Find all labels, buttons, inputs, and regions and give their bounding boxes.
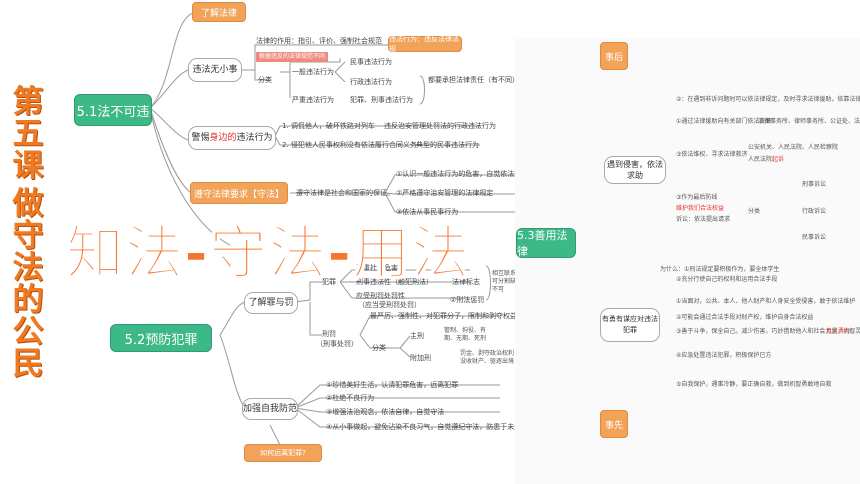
brave-item-4: ④应急处置违法犯罪，积极保护已方 — [676, 352, 772, 359]
crime-feature-2-note: 法律标志 — [452, 278, 480, 286]
help-item-3: ③依法维权、寻求法律救济 — [676, 151, 748, 158]
case-1-text: 1. 调侃他人，破坏铁路对列车 — [282, 122, 375, 130]
penalty-node-sub: （刑事处罚） — [316, 340, 358, 348]
help-item-2: ①通过法律援助向有关部门依法反映 — [676, 118, 772, 125]
crime-punishment-node: 了解罪与罚 — [244, 292, 298, 314]
overlay-title: 知法-守法-用法 — [65, 218, 471, 288]
principal-penalty-label: 主刑 — [410, 332, 424, 340]
lawsuit-civil: 民事诉讼 — [802, 234, 827, 241]
violation-definition-tag: 违法行为：违反法律法规 — [388, 35, 462, 53]
avoid-crime-question-tag: 如何远离犯罪? — [244, 444, 322, 462]
classification-basis-bar: 根据违反的法律规范不同 — [256, 52, 329, 62]
additional-penalty-items: 罚金、剥夺政治权利没收财产、驱逐出境 — [460, 350, 515, 365]
section-5-2-node: 5.2预防犯罪 — [110, 324, 212, 352]
general-violation-label: 一般违法行为 — [292, 68, 334, 76]
crime-feature-2: 刑事违法性（触犯刑法） — [356, 278, 433, 286]
principal-penalty-items: 管制、拘役、有期、无期、死刑 — [444, 327, 487, 342]
additional-penalty-label: 附加刑 — [410, 354, 431, 362]
case-1-result: 违反治安管理处罚法的行政违法行为 — [384, 122, 496, 130]
section-5-3-node: 5.3善用法律 — [516, 228, 576, 258]
protect-item-4: ④从小事做起，避免沾染不良习气，自觉遵纪守法，防患于未然 — [326, 423, 522, 431]
self-protection-node: 加强自我防范 — [242, 398, 298, 420]
penalty-definition: 最严厉、强制性、对犯罪分子，限制和剥夺权益 — [370, 312, 517, 320]
beware-violation-node: 警惕身边的违法行为 — [188, 126, 276, 150]
case-2-result: 典型的民事违法行为 — [416, 141, 479, 149]
brave-item-3-note: 见义勇为 — [826, 328, 851, 335]
protect-item-3: ③增强法治观念，依法自律，自觉守法 — [326, 408, 445, 416]
no-small-violation-node: 违法无小事 — [188, 58, 242, 82]
obey-law-node: 遵守法律要求【守法】 — [190, 182, 288, 204]
crime-feature-3b: （应当受刑罚处罚） — [358, 301, 421, 309]
lawsuit-criminal: 刑事诉讼 — [802, 181, 827, 188]
why-1: 为什么：①刑法规定要积极作为，要全体学生 — [660, 266, 780, 273]
brave-wise-node: 有勇有谋应对违法犯罪 — [600, 308, 660, 342]
before-tag: 事先 — [600, 410, 628, 438]
admin-violation-label: 行政违法行为 — [350, 78, 392, 86]
penalty-node: 刑罚 — [322, 330, 336, 338]
protect-item-2: ②杜绝不良行为 — [326, 394, 375, 402]
help-item-4b: 维护我们合法权益 — [676, 205, 725, 212]
help-item-4a: ③作为最后防线 — [676, 194, 718, 201]
brave-item-5: ⑤自我保护，遇事冷静，要正确自救，做到机智勇敢地自救 — [676, 381, 832, 388]
protect-item-1: ①珍惜美好生活，认清犯罪危害，远离犯罪 — [326, 381, 459, 389]
help-item-4c: 诉讼：依法提出请求 — [676, 216, 731, 223]
serious-violation-label: 严重违法行为 — [292, 96, 334, 104]
obey-item-1: ①认识一般违法行为的危害，自觉依法规范自己的行为 — [396, 170, 564, 178]
help-item-3-court: 人民法院起诉 — [748, 156, 785, 163]
obey-item-3: ③依法从事民事行为 — [396, 208, 459, 216]
civil-violation-label: 民事违法行为 — [350, 58, 392, 66]
brave-item-3: ③善于斗争，保全自己。减少伤害，巧妙借助他人和社会力量，机智灵活作斗争 — [676, 328, 860, 335]
crime-node: 犯罪 — [322, 278, 336, 286]
why-2: ②充分行使自己的权利和运用合法手段 — [676, 276, 778, 283]
seek-help-node: 遇到侵害，依法求助 — [604, 156, 666, 184]
lawsuit-category-label: 分类 — [748, 208, 761, 215]
brave-item-2: ②可能会通过合法手段对财产权，维护自身合法权益 — [676, 314, 814, 321]
lesson-title: 第五课做守法的公民 — [12, 84, 44, 382]
crime-feature-1: 严重社会危害性 — [356, 264, 405, 272]
penalty-category-label: 分类 — [372, 344, 386, 352]
help-item-3-orgs: 公安机关、人民法院、人民检察院 — [748, 144, 839, 151]
crime-feature-3-note: ②刑法惩罚 — [450, 296, 485, 304]
after-tag: 事后 — [600, 42, 628, 70]
law-role-text: 法律的作用：指引、评价、强制社会规范 — [256, 37, 382, 45]
crime-feature-3: 应受刑罚处罚性 — [356, 292, 405, 300]
help-item-2-orgs: 法律事务所、律师事务所、公证处、法律援助中心 — [758, 118, 860, 125]
help-item-1: ②：在遇到非诉问题时可以依法律规定，及时寻求法律援助，依靠法律维护自己权益 — [676, 96, 860, 103]
case-2-text: 2. 侵犯他人民事权利没有依法履行合同义务 — [282, 141, 417, 149]
features-relation-note: 相互联系不可分割缺一不可 — [492, 270, 523, 293]
lawsuit-administrative: 行政诉讼 — [802, 208, 827, 215]
understand-law-tag: 了解法律 — [192, 2, 246, 22]
obey-law-text: 遵守法律是社会和国家的保证。 — [296, 189, 394, 197]
right-mindmap-panel — [515, 38, 860, 484]
category-label: 分类 — [258, 76, 272, 84]
section-5-1-node: 5.1法不可违 — [74, 94, 152, 126]
bear-responsibility-text: 都要承担法律责任（有不同） — [428, 76, 519, 84]
brave-item-1: ①当面对，公共、本人、他人财产和人身安全受侵害，敢于依法维护 — [676, 298, 856, 305]
crime-label: 犯罪、刑事违法行为 — [350, 96, 413, 104]
obey-item-2: ②严格遵守治安管理的法律规定 — [396, 189, 494, 197]
